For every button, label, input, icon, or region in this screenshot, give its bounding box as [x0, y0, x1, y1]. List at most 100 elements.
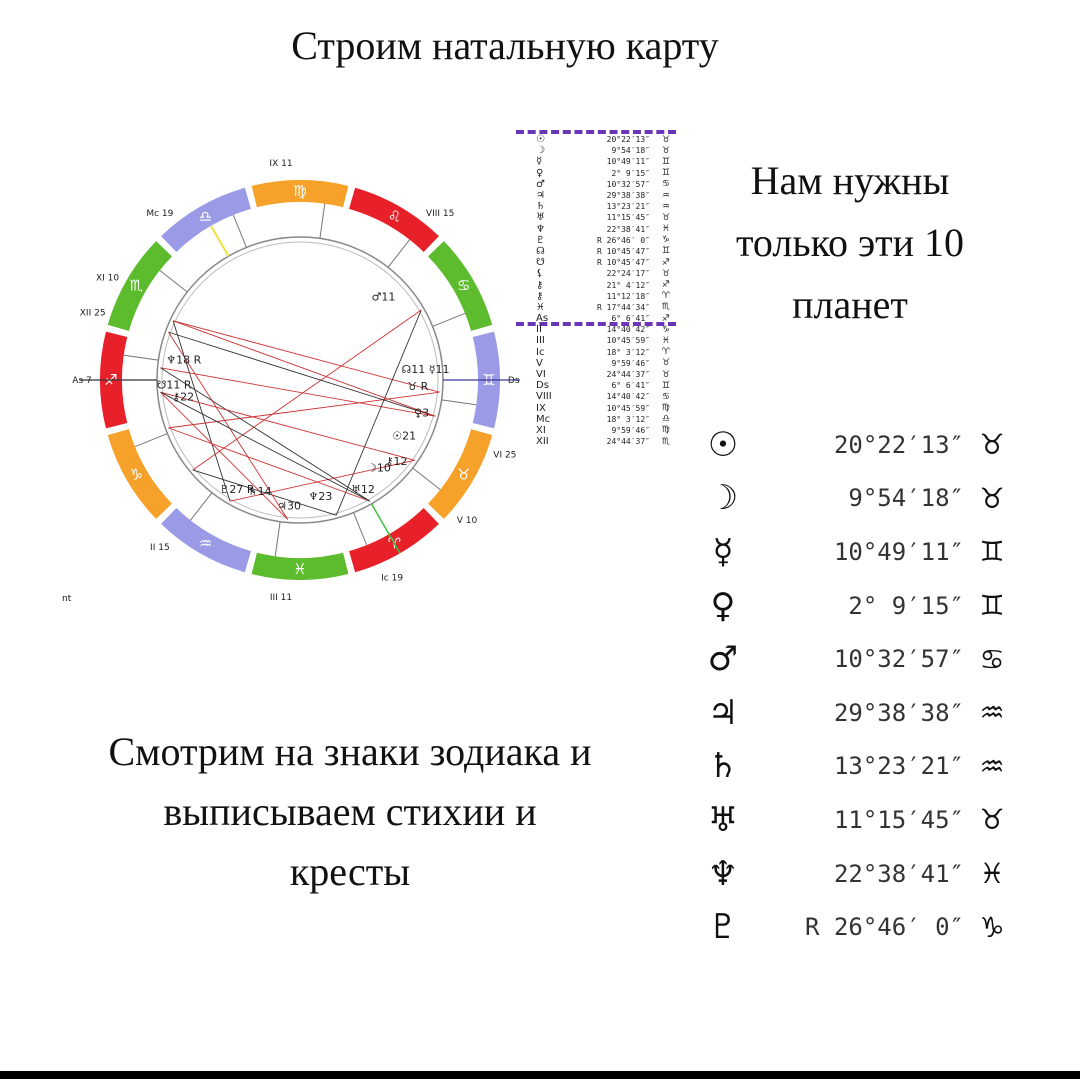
house-label: III 11 [270, 593, 292, 603]
house-label: IX 11 [269, 159, 292, 169]
zodiac-sign-icon: ♊ [661, 246, 670, 257]
planet-glyph-icon: ♂ [707, 639, 739, 680]
position-value: 6° 6′41″ [611, 381, 650, 391]
planet-positions-table: ☉20°22′13″♉☽9°54′18″♉☿10°49′11″♊♀2° 9′15… [700, 418, 1010, 954]
position-value: 14°40′42″ [606, 325, 650, 335]
house-cusp-line [432, 312, 466, 327]
house-label: XI 10 [96, 274, 119, 284]
position-value: 9°59′46″ [611, 358, 650, 368]
small-table-row: ⚸22°24′17″♉ [536, 268, 676, 279]
position-value: 18° 3′12″ [606, 414, 650, 424]
position-value: 20°22′13″ [833, 430, 964, 459]
zodiac-sign-icon: ♓ [979, 857, 1005, 891]
zodiac-sign-icon: ♓ [293, 560, 306, 578]
zodiac-sign-icon: ♑ [130, 466, 143, 484]
zodiac-sign-icon: ♋ [457, 277, 470, 295]
aspect-line [160, 391, 371, 502]
small-table-row: ☿10°49′11″♊ [536, 156, 676, 167]
position-value: 2° 9′15″ [611, 168, 650, 178]
planet-glyph-icon: VI [536, 369, 546, 381]
aspect-line [335, 309, 422, 516]
planet-glyph-icon: ☊ [536, 245, 545, 257]
planet-row: ♀2° 9′15″♊ [700, 579, 1010, 633]
sign-sector [251, 552, 349, 580]
note-left-line: выписываем стихии и [163, 789, 537, 834]
position-value: 29°38′38″ [833, 698, 964, 727]
house-cusp-line [159, 270, 188, 293]
zodiac-sign-icon: ♉ [661, 212, 670, 223]
zodiac-sign-icon: ♒ [661, 201, 670, 212]
planet-label: ♉ R [407, 380, 428, 393]
zodiac-sign-icon: ♒ [979, 696, 1005, 730]
note-left-line: кресты [289, 849, 411, 894]
planet-label: ⚷12 [385, 455, 407, 468]
house-cusp-line [353, 512, 368, 546]
zodiac-sign-icon: ♊ [661, 168, 670, 179]
planet-glyph-icon: ♃ [536, 190, 545, 202]
house-label: Mc 19 [146, 209, 173, 219]
planet-glyph-icon: ♄ [536, 201, 545, 213]
zodiac-sign-icon: ♓ [661, 224, 670, 235]
zodiac-sign-icon: ♉ [661, 369, 670, 380]
planet-label: ♃30 [277, 500, 301, 513]
note-left: Смотрим на знаки зодиака и выписываем ст… [60, 722, 640, 902]
small-table-row: ☊ R 10°45′47″ ♊ [536, 246, 676, 257]
zodiac-sign-icon: ♐ [661, 257, 670, 268]
planet-glyph-icon: ⚷ [536, 290, 544, 302]
position-value: 2° 9′15″ [848, 591, 964, 620]
zodiac-sign-icon: ♎ [199, 207, 212, 225]
planet-glyph-icon: VIII [536, 391, 552, 403]
position-value: 11°15′45″ [833, 805, 964, 834]
planet-glyph-icon: ☋ [536, 257, 545, 269]
inner-circle-2 [161, 241, 439, 519]
aspect-line [172, 320, 231, 502]
planet-glyph-icon: ♇ [707, 907, 739, 948]
position-value: 18° 3′12″ [606, 347, 650, 357]
planet-glyph-icon: ♀ [536, 167, 544, 179]
planet-glyph-icon: Ds [536, 380, 549, 392]
position-value: 10°45′59″ [606, 403, 650, 413]
zodiac-sign-icon: ♒ [199, 535, 212, 553]
zodiac-sign-icon: ♊ [979, 535, 1005, 569]
house-cusp-line [274, 521, 281, 557]
planet-glyph-icon: XII [536, 436, 549, 448]
position-value: 9°59′46″ [611, 425, 650, 435]
planet-glyph-icon: ♃ [707, 692, 739, 733]
small-table-row: ♆22°38′41″♓ [536, 224, 676, 235]
page-title: Строим натальную карту [291, 23, 719, 68]
house-label: XII 25 [80, 309, 106, 319]
sign-sector [161, 187, 251, 252]
small-table-row: ☽9°54′18″♉ [536, 145, 676, 156]
zodiac-sign-icon: ♉ [661, 145, 670, 156]
planet-glyph-icon: ☉ [707, 424, 739, 465]
dashed-divider-top [516, 130, 676, 134]
house-cusp-line [412, 467, 441, 490]
zodiac-sign-icon: ♊ [661, 156, 670, 167]
planet-glyph-icon: ♅ [707, 799, 739, 840]
zodiac-sign-icon: ♊ [979, 589, 1005, 623]
planet-label: ☽10 [367, 462, 391, 475]
zodiac-sign-icon: ♉ [661, 134, 670, 145]
small-table-row: ♀ 2° 9′15″ ♊ [536, 168, 676, 179]
planet-label: ♇27 R [220, 483, 255, 496]
position-value: R 10°45′47″ [597, 246, 650, 256]
house-label: VI 25 [493, 451, 516, 461]
planet-glyph-icon: Ic [536, 346, 545, 358]
planet-row: ☿10°49′11″♊ [700, 525, 1010, 579]
note-right-line: только эти 10 [735, 220, 965, 265]
house-label: II 15 [150, 543, 170, 553]
planet-label: ☋11 R [157, 378, 192, 391]
zodiac-sign-icon: ♉ [457, 466, 470, 484]
zodiac-sign-icon: ♏ [661, 436, 670, 447]
house-cusp-line [134, 433, 168, 448]
small-table-row: ♅11°15′45″♉ [536, 212, 676, 223]
house-cusp-line [232, 214, 247, 248]
zodiac-sign-icon: ♎ [661, 414, 670, 425]
zodiac-sign-icon: ♓ [661, 335, 670, 346]
house-cusp-line [387, 239, 410, 268]
zodiac-sign-icon: ♍ [661, 403, 670, 414]
